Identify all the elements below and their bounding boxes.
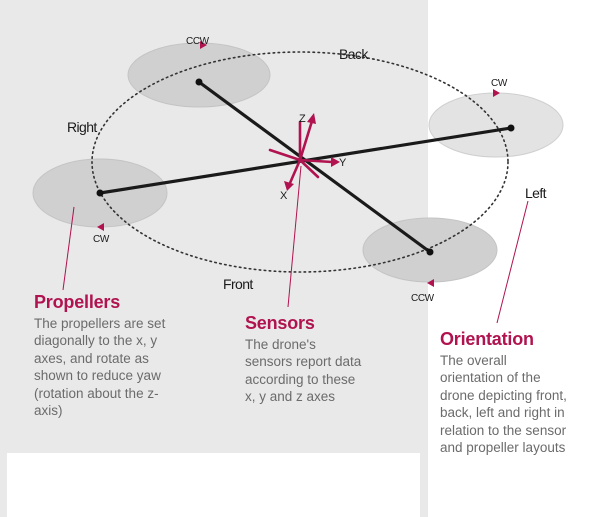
propeller-disc-back-left <box>428 92 564 158</box>
rotation-arrow-front-right <box>97 223 104 231</box>
propellers-heading: Propellers <box>34 292 121 312</box>
propellers-body: The propellers are set diagonally to the… <box>34 316 166 419</box>
arm-back-right-to-front-left <box>197 80 432 254</box>
background-panel-edge-right <box>420 453 428 517</box>
label-front: Front <box>223 276 253 292</box>
rotation-arrow-back-right <box>200 41 207 49</box>
orientation-description: Orientation The overall orientation of t… <box>440 328 570 456</box>
sensor-axes <box>268 113 340 191</box>
axis-y-label: Y <box>339 157 347 169</box>
rotation-arrow-front-left <box>427 279 434 287</box>
motor-front-right <box>96 189 104 197</box>
label-left: Left <box>525 185 547 201</box>
orientation-heading: Orientation <box>440 329 534 349</box>
background-panel-edge <box>0 453 7 517</box>
rotation-label-front-right: CW <box>93 234 110 245</box>
rotation-label-back-right: CCW <box>186 36 210 47</box>
label-right: Right <box>67 119 97 135</box>
motor-front-left <box>426 248 434 256</box>
propellers-description: Propellers The propellers are set diagon… <box>34 291 184 419</box>
orientation-ring <box>91 51 509 273</box>
sensors-body: The drone's sensors report data accordin… <box>245 337 362 405</box>
rotation-label-front-left: CCW <box>411 293 435 304</box>
sensors-heading: Sensors <box>245 313 315 333</box>
label-back: Back <box>339 46 369 62</box>
leader-line-orientation <box>496 200 529 324</box>
propeller-disc-back-right <box>127 42 271 108</box>
motor-back-right <box>195 78 203 86</box>
motor-back-left <box>507 124 515 132</box>
leader-line-propellers <box>62 206 75 291</box>
orientation-body: The overall orientation of the drone dep… <box>440 353 567 456</box>
rotation-label-back-left: CW <box>491 78 508 89</box>
axis-z-label: Z <box>299 113 306 125</box>
leader-line-sensors <box>287 165 302 308</box>
sensors-description: Sensors The drone's sensors report data … <box>245 312 365 406</box>
rotation-arrow-back-left <box>493 89 500 97</box>
axis-x-label: X <box>280 190 288 202</box>
